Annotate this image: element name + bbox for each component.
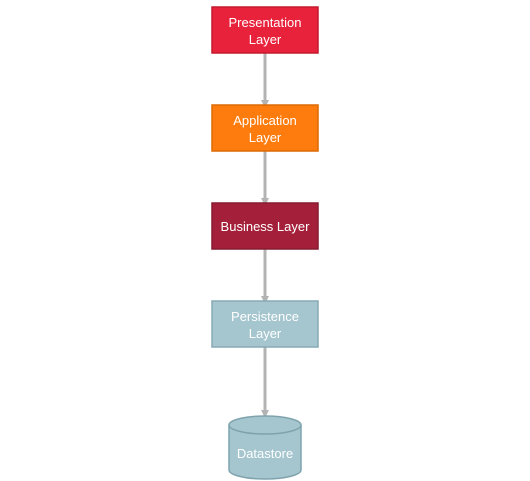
persistence-layer-label-line-1: Persistence (231, 309, 299, 324)
business-layer-shape (211, 202, 319, 250)
datastore-top (228, 415, 302, 435)
persistence-layer-label-line-2: Layer (249, 326, 282, 341)
application-layer-label-line-2: Layer (249, 130, 282, 145)
presentation-layer-label-line-1: Presentation (229, 15, 302, 30)
datastore-cylinder: Datastore (228, 415, 302, 480)
business-layer-box: Business Layer (211, 202, 319, 250)
business-layer-label: Business Layer (221, 219, 311, 234)
persistence-layer-shape (211, 300, 319, 348)
application-layer-label-line-1: Application (233, 113, 297, 128)
presentation-layer-box: Presentation Layer (211, 6, 319, 54)
application-layer-shape (211, 104, 319, 152)
datastore-label: Datastore (237, 446, 293, 461)
persistence-layer-box: Persistence Layer (211, 300, 319, 348)
datastore-body (228, 425, 302, 480)
application-layer-box: Application Layer (211, 104, 319, 152)
presentation-layer-shape (211, 6, 319, 54)
presentation-layer-label-line-2: Layer (249, 32, 282, 47)
